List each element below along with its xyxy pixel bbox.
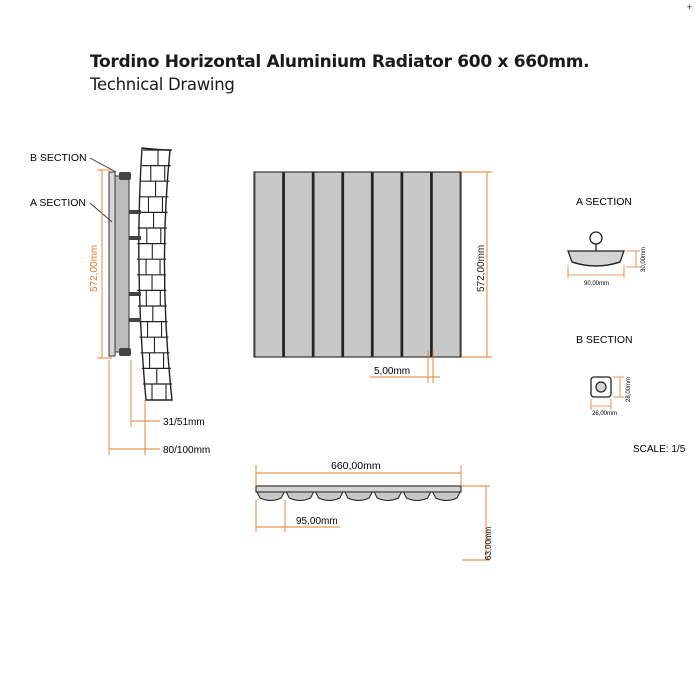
plan-module (431, 491, 461, 501)
side-height-label: 572,00mm (89, 245, 100, 292)
front-height-label: 572,00mm (476, 245, 487, 292)
plan-width-label: 660,00mm (331, 460, 381, 472)
front-panel-fin (254, 171, 283, 358)
plan-view: 660,00mm 95,00mm 63,00mm (255, 460, 493, 561)
b-section-height-label: 28,00mm (626, 377, 632, 402)
b-section-detail: B SECTION 26,00mm 28,00mm (576, 334, 633, 417)
plan-width-dimension (255, 465, 462, 485)
side-b-section-label: B SECTION (30, 152, 87, 164)
plan-module (344, 491, 373, 501)
side-view: B SECTION A SECTION 572,00mm 31/51mm 80/… (30, 147, 210, 456)
front-panel-fin (343, 171, 372, 358)
radiator-side-profile (108, 171, 141, 357)
front-gap-label: 5,00mm (374, 366, 410, 377)
side-a-section-label: A SECTION (30, 197, 86, 209)
plan-depth-label: 63,00mm (484, 526, 493, 560)
plan-module (314, 491, 344, 501)
side-depth-label-1: 31/51mm (163, 417, 205, 428)
front-panel-fin (313, 171, 343, 358)
plan-depth-dimension (462, 485, 490, 561)
plan-module (402, 491, 432, 501)
a-section-leader (89, 202, 113, 223)
drawing-title: Tordino Horizontal Aluminium Radiator 60… (90, 52, 590, 72)
b-section-title: B SECTION (576, 334, 633, 346)
plan-pitch-label: 95,00mm (296, 516, 338, 527)
side-depth-dimensions (108, 360, 160, 455)
plan-module (256, 491, 286, 501)
front-panel-fin (432, 171, 461, 358)
front-panel-fin (284, 171, 313, 358)
corner-mark: + (686, 2, 692, 12)
plan-module (373, 491, 403, 501)
plan-module (285, 491, 315, 501)
b-section-width-label: 26,00mm (592, 411, 617, 417)
side-depth-label-2: 80/100mm (163, 445, 210, 456)
front-gap-dimension (370, 350, 440, 383)
side-height-dimension (97, 169, 112, 359)
drawing-subtitle: Technical Drawing (90, 75, 235, 94)
front-view: 572,00mm 5,00mm (253, 171, 492, 383)
front-panel-group (254, 171, 461, 358)
brick-wall (137, 147, 173, 401)
a-section-detail: A SECTION 90,00mm 30,00mm (567, 196, 647, 287)
plan-module-group (256, 491, 461, 501)
front-panel-fin (402, 171, 431, 358)
plan-pitch-dimension (255, 500, 340, 532)
front-height-dimension (462, 171, 492, 358)
scale-label: SCALE: 1/5 (633, 444, 686, 455)
a-section-title: A SECTION (576, 196, 632, 208)
a-section-height-label: 30,00mm (641, 247, 647, 272)
a-section-width-label: 90,00mm (584, 281, 609, 287)
front-panel-fin (372, 171, 402, 358)
